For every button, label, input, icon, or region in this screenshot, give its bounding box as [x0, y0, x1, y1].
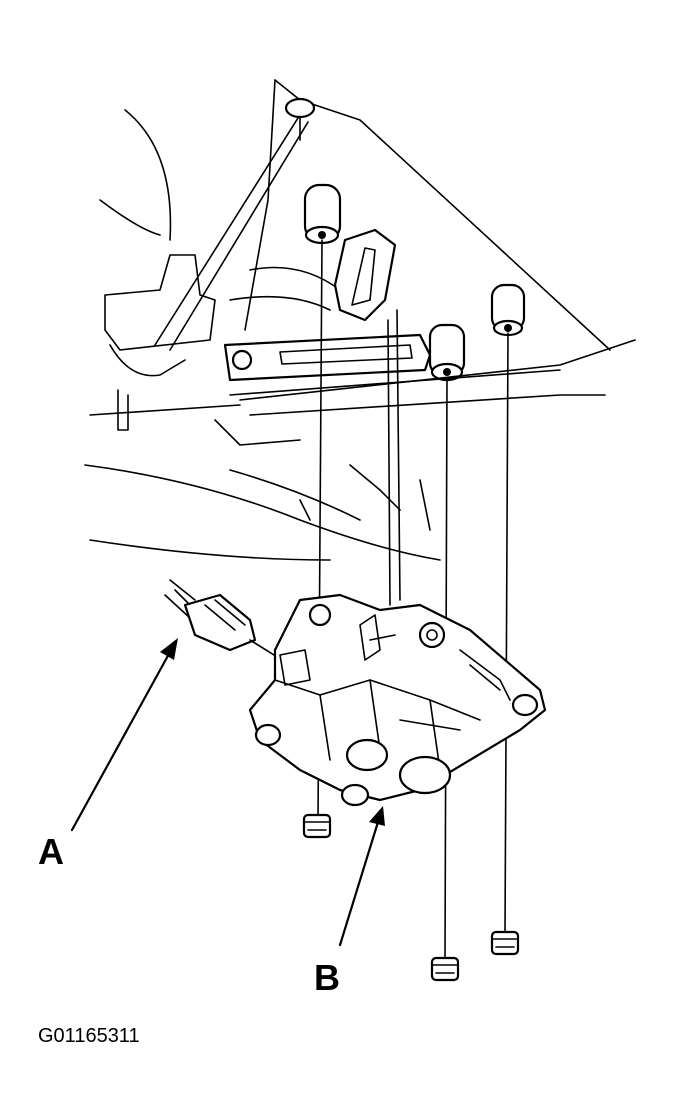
bolts — [302, 813, 520, 982]
leader-arrow-a — [70, 638, 178, 832]
bolt-1 — [302, 813, 332, 839]
bolt-3 — [490, 930, 520, 956]
vehicle-structure — [84, 79, 636, 561]
module-b — [248, 593, 547, 807]
bolt-2 — [430, 956, 460, 982]
callout-a-label: A — [38, 831, 64, 872]
leader-arrow-b — [338, 806, 385, 947]
figure-code: G01165311 — [38, 1025, 140, 1047]
callout-b-label: B — [314, 957, 340, 998]
connector-a — [164, 579, 291, 666]
